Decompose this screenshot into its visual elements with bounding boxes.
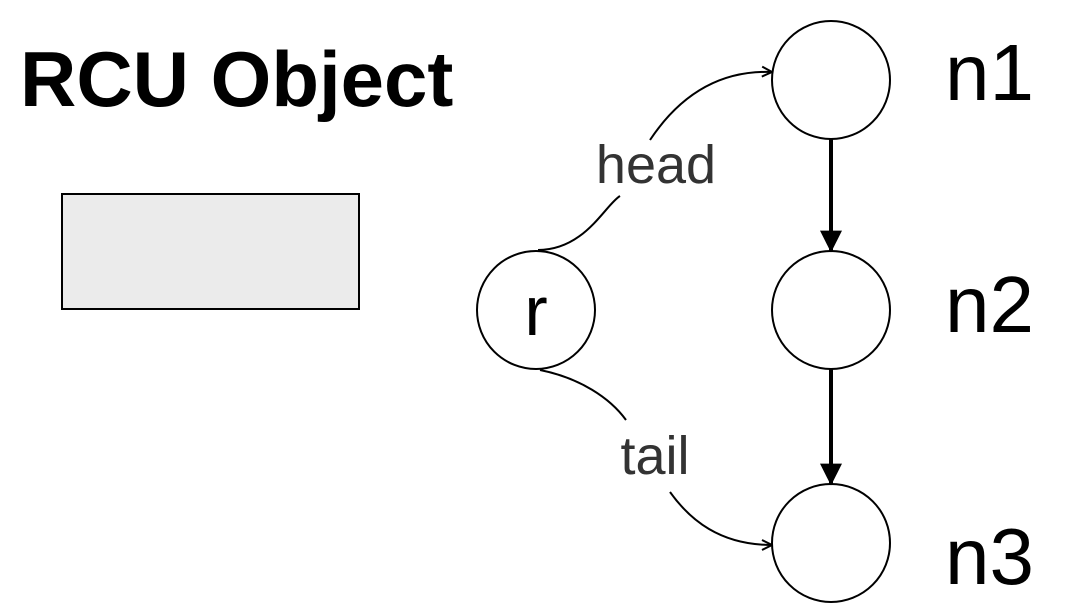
diagram-title: RCU Object — [20, 35, 453, 123]
node-n1 — [771, 20, 891, 140]
root-node-r — [476, 250, 596, 370]
tail-pointer-edge — [539, 369, 772, 545]
rcu-object-box — [61, 193, 360, 310]
node-n1-label: n1 — [945, 28, 1034, 117]
head-edge-label: head — [596, 135, 716, 195]
tail-edge-label: tail — [620, 426, 689, 486]
root-node-label: r — [524, 272, 547, 350]
node-n2 — [771, 250, 891, 370]
node-n3 — [771, 483, 891, 603]
node-n3-label: n3 — [945, 512, 1034, 601]
node-n2-label: n2 — [945, 260, 1034, 349]
head-pointer-edge — [537, 72, 772, 251]
